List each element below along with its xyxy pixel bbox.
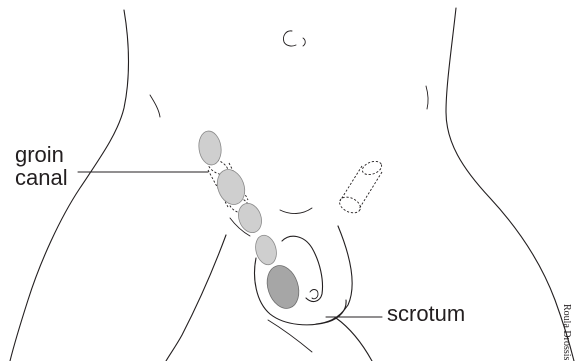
right-hip-crease [426,86,428,109]
body-outline [10,8,574,361]
right-inguinal-canal [337,159,383,216]
label-canal: canal [15,168,68,188]
herniated-scrotal-mass [262,261,304,312]
left-inner-thigh-line [166,235,226,361]
glans-detail [310,290,318,299]
right-leg-inner-line [336,318,372,361]
hernia-segment-4 [252,233,279,267]
pubic-curve [280,208,312,214]
label-scrotum: scrotum [387,302,465,326]
navel [283,31,305,46]
hernia-sac [197,130,280,267]
hernia-segment-3 [235,200,266,236]
hernia-segment-2 [213,166,250,209]
left-hip-crease [150,95,160,117]
hernia-segment-1 [197,130,224,167]
label-groin: groin [15,145,64,165]
artist-credit: Roula Drossis [561,304,572,360]
